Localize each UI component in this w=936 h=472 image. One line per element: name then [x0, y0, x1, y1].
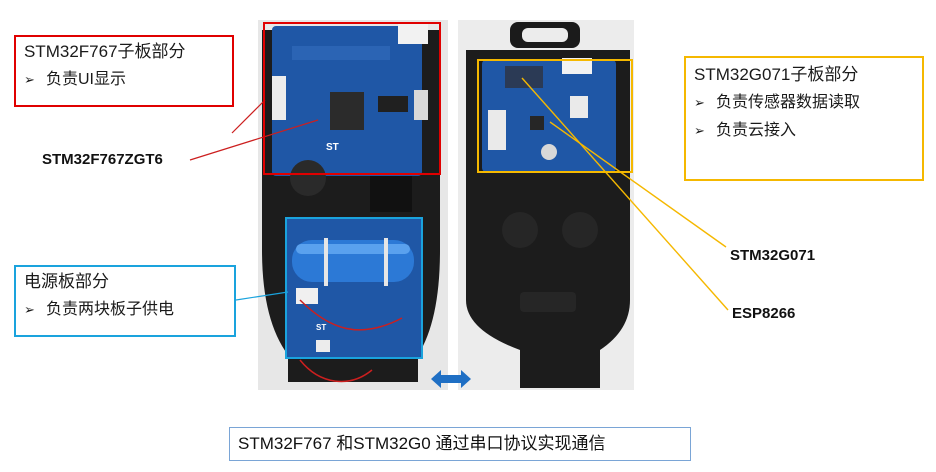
arrow-bullet-icon: ➢ — [24, 302, 35, 317]
g071-callout: STM32G071子板部分 ➢负责传感器数据读取 ➢负责云接入 — [684, 56, 924, 181]
right-bottom-rib — [520, 292, 576, 312]
f767-callout-title: STM32F767子板部分 — [24, 42, 186, 61]
right-screw-boss-left — [502, 212, 538, 248]
power-connector — [296, 288, 318, 304]
f767-chip-line — [189, 119, 319, 161]
f767-callout: STM32F767子板部分 ➢负责UI显示 — [14, 35, 234, 107]
power-highlight-box — [285, 217, 423, 359]
power-callout-title: 电源板部分 — [24, 272, 109, 291]
right-device — [466, 22, 630, 388]
f767-right-connector — [414, 90, 428, 120]
f767-top-connector — [398, 24, 428, 44]
g071-left-connector — [488, 110, 506, 150]
esp-chip-line — [521, 77, 729, 311]
power-wire-lower — [299, 359, 373, 383]
st-logo-power: ST — [316, 323, 326, 332]
left-heatsink — [370, 176, 412, 212]
g071-bullet-1: ➢负责传感器数据读取 — [694, 92, 914, 114]
arrow-bullet-icon: ➢ — [694, 95, 705, 110]
f767-bullet-1: ➢负责UI显示 — [24, 69, 224, 91]
battery-strap-right — [384, 238, 388, 286]
arrow-bullet-icon: ➢ — [24, 72, 35, 87]
power-callout: 电源板部分 ➢负责两块板子供电 — [14, 265, 236, 337]
g071-sensor — [541, 144, 557, 160]
power-callout-line — [235, 291, 289, 301]
f767-highlight-box — [263, 22, 441, 175]
g071-chip-label: STM32G071 — [730, 247, 816, 264]
f767-mcu — [330, 92, 364, 130]
f767-ram — [378, 96, 408, 112]
f767-trace-area — [292, 46, 390, 60]
f767-chip-label: STM32F767ZGT6 — [42, 151, 163, 168]
esp8266-module — [505, 66, 543, 88]
st-logo-top: ST — [326, 142, 339, 153]
arrow-bullet-icon: ➢ — [694, 123, 705, 138]
left-battery-cell — [290, 160, 326, 196]
left-device: ST ST — [262, 24, 440, 383]
battery-highlight — [296, 244, 410, 254]
g071-mcu — [530, 116, 544, 130]
esp-chip-label: ESP8266 — [732, 305, 796, 322]
g071-bullet-2: ➢负责云接入 — [694, 120, 914, 142]
g071-right-connector — [570, 96, 588, 118]
battery-strap-left — [324, 238, 328, 286]
power-pad — [316, 340, 330, 352]
g071-top-connector — [562, 58, 592, 74]
f767-left-connector — [272, 76, 286, 120]
right-screw-boss-right — [562, 212, 598, 248]
power-bullet-1: ➢负责两块板子供电 — [24, 299, 226, 321]
power-wire-red — [299, 299, 403, 331]
double-arrow-icon — [431, 370, 471, 388]
g071-callout-title: STM32G071子板部分 — [694, 65, 859, 84]
right-hanger-hole — [522, 28, 568, 42]
g071-highlight-box — [477, 59, 633, 173]
footer-caption: STM32F767 和STM32G0 通过串口协议实现通信 — [229, 427, 691, 461]
f767-callout-line — [231, 99, 266, 134]
